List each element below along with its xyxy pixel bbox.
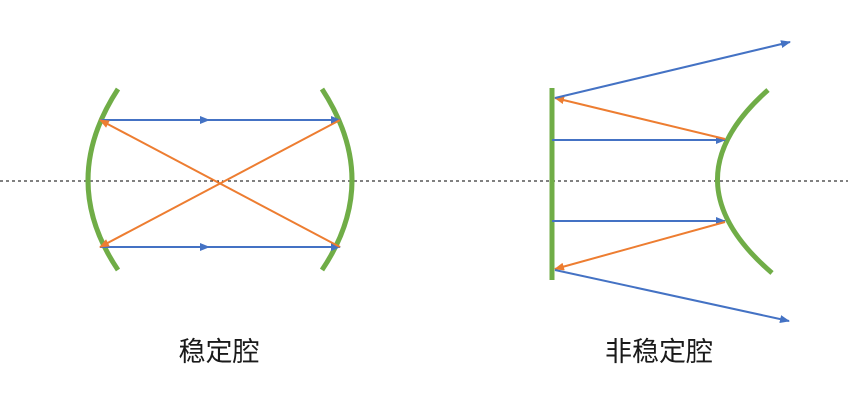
stable-ray-bottom-mid-arrow [200,243,210,251]
stable-left-mirror [85,87,121,272]
stable-ray-top-mid-arrow [200,116,210,124]
unstable-convex-mirror [715,88,774,275]
stable-right-mirror [319,87,355,272]
unstable-cavity-label: 非稳定腔 [605,337,713,368]
unstable-ray-escape-bottom [554,269,790,323]
stable-cavity: 稳定腔 [85,87,355,368]
stable-ray-cross-up [99,119,341,248]
unstable-ray-reflect-top [554,96,726,140]
stable-cavity-label: 稳定腔 [179,337,260,368]
unstable-cavity: 非稳定腔 [549,40,791,368]
unstable-ray-reflect-bottom [554,221,726,271]
unstable-ray-escape-top [554,40,791,99]
